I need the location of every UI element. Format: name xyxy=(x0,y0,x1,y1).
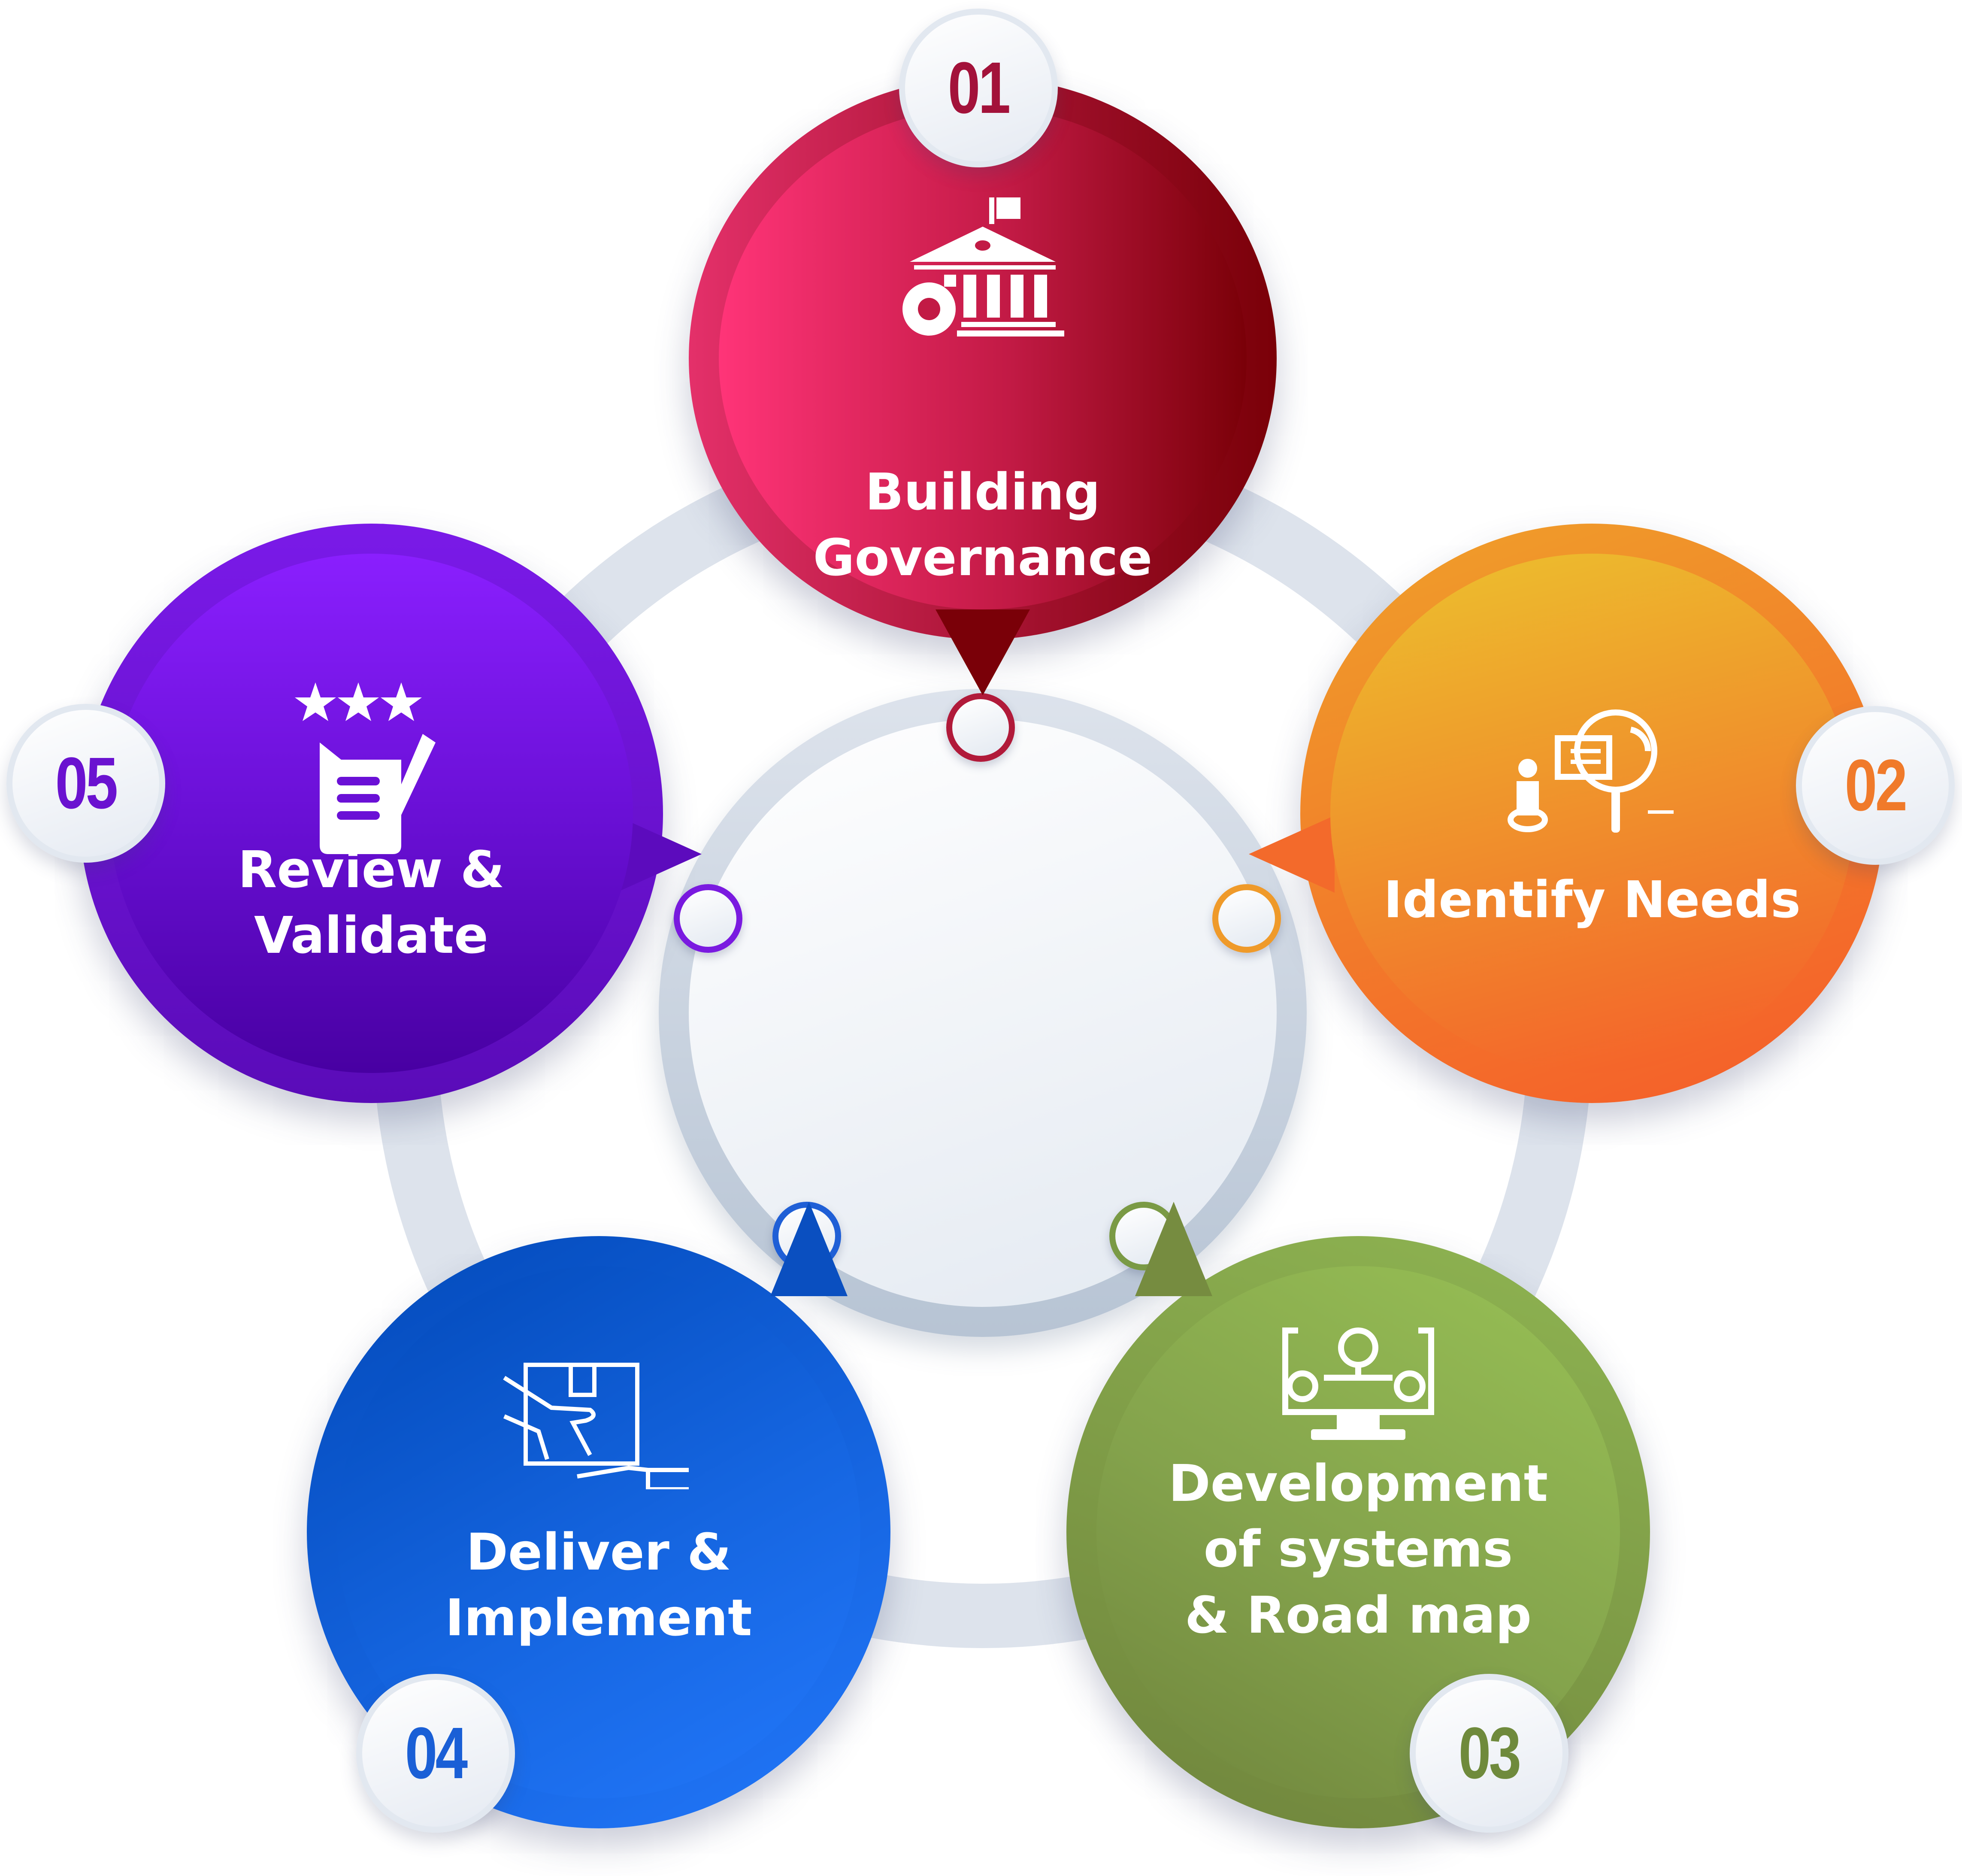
connector-01 xyxy=(946,693,1015,762)
person-magnifier-chat-icon xyxy=(1508,709,1674,833)
step-05-label: Review & Validate xyxy=(238,840,505,965)
step-01-label: Building Governance xyxy=(813,462,1153,588)
rated-document-pencil-icon xyxy=(295,682,436,854)
step-04-label: Deliver & Implement xyxy=(445,1522,752,1648)
step-05-number-badge: 05 xyxy=(6,704,165,863)
step-02-number-badge: 02 xyxy=(1796,706,1955,865)
step-03-label: Development of systems & Road map xyxy=(1168,1454,1548,1645)
step-02-identify-needs: Identify Needs xyxy=(1249,524,1884,1103)
step-04-deliver-implement: Deliver & Implement xyxy=(307,1202,890,1828)
step-02-label: Identify Needs xyxy=(1383,870,1801,929)
step-04-number-badge: 04 xyxy=(356,1674,515,1833)
step-01-number-badge: 01 xyxy=(899,9,1058,167)
step-03-number-badge: 03 xyxy=(1410,1674,1568,1833)
step-05-review-validate: Review & Validate xyxy=(79,524,702,1103)
monitor-gears-icon xyxy=(1282,1327,1434,1440)
hand-delivering-package-icon xyxy=(503,1363,689,1489)
connector-02 xyxy=(1212,884,1281,953)
step-03-development-road-map: Development of systems & Road map xyxy=(1066,1202,1650,1828)
government-building-gear-icon xyxy=(902,197,1064,336)
step-01-building-governance: Building Governance xyxy=(689,77,1277,695)
connector-05 xyxy=(674,884,742,953)
